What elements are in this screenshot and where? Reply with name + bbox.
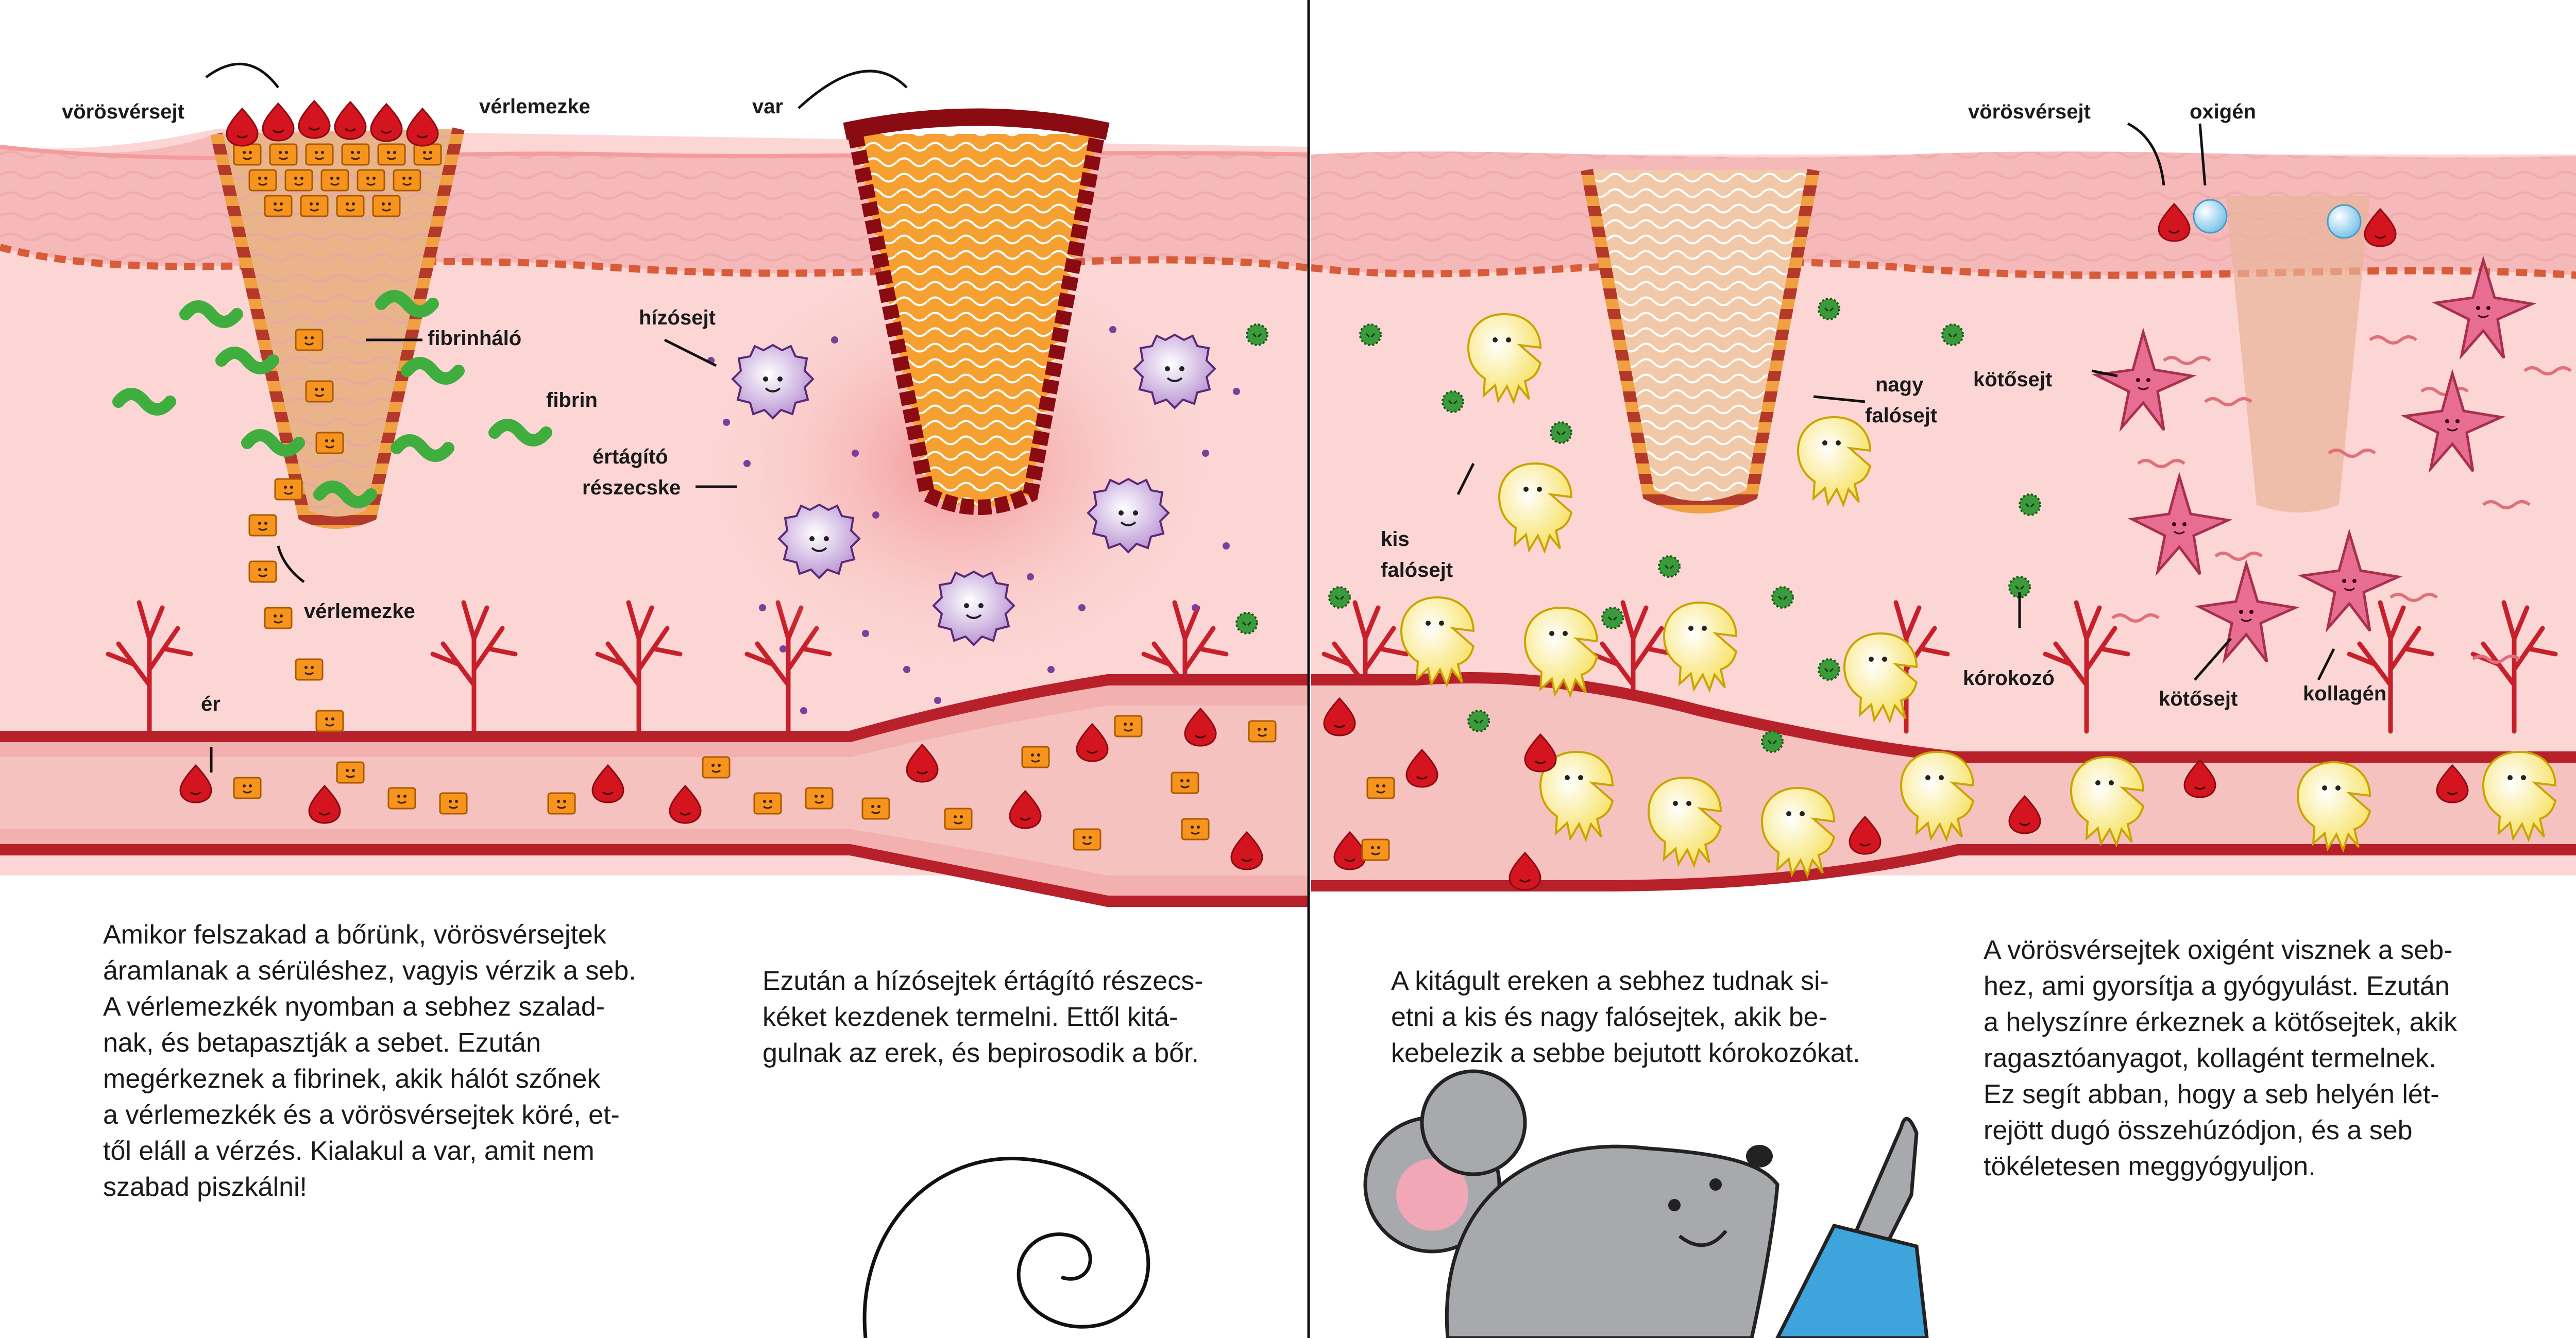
label-fibrin: fibrin (546, 389, 598, 411)
paragraph-2: Ezután a hízósejtek értágító részecs- ké… (762, 966, 1204, 1068)
collagen-strands (2111, 335, 2572, 664)
label-oxygen: oxigén (2190, 100, 2256, 123)
label-mast-cell: hízósejt (639, 306, 716, 329)
label-platelet-2: vérlemezke (304, 600, 415, 623)
label-big-eater-1: nagy (1875, 373, 1924, 396)
label-fibroblast-2: kötősejt (2159, 688, 2238, 710)
paragraph-3: A kitágult ereken a sebhez tudnak si- et… (1391, 966, 1860, 1068)
label-fibroblast-1: kötősejt (1973, 368, 2052, 391)
dilator-particles (707, 326, 1240, 714)
right-page-scene (1311, 122, 2576, 1338)
label-fibrin-net: fibrinháló (428, 327, 521, 350)
label-dilator-1: értágító (592, 445, 668, 468)
label-red-cell: vörösvérsejt (62, 100, 184, 123)
label-red-cell-2: vörösvérsejt (1968, 100, 2091, 123)
label-big-eater-2: falósejt (1865, 404, 1937, 427)
mouse-character (1363, 1069, 1929, 1338)
label-collagen: kollagén (2303, 682, 2386, 705)
spiral-decoration (862, 1157, 1150, 1338)
paragraph-4: A vörösvérsejtek oxigént visznek a seb- … (1984, 935, 2458, 1181)
label-pathogen: kórokozó (1963, 667, 2055, 690)
label-scab: var (752, 95, 783, 118)
label-small-eater-1: kis (1381, 528, 1410, 551)
label-dilator-2: részecske (582, 476, 681, 499)
label-platelet: vérlemezke (479, 95, 590, 118)
label-vessel: ér (201, 693, 221, 715)
fibrin-worms (112, 290, 552, 508)
label-small-eater-2: falósejt (1381, 559, 1453, 581)
paragraph-1: Amikor felszakad a bőrünk, vörösvérsejte… (103, 920, 636, 1202)
left-page-scene (0, 62, 1309, 907)
